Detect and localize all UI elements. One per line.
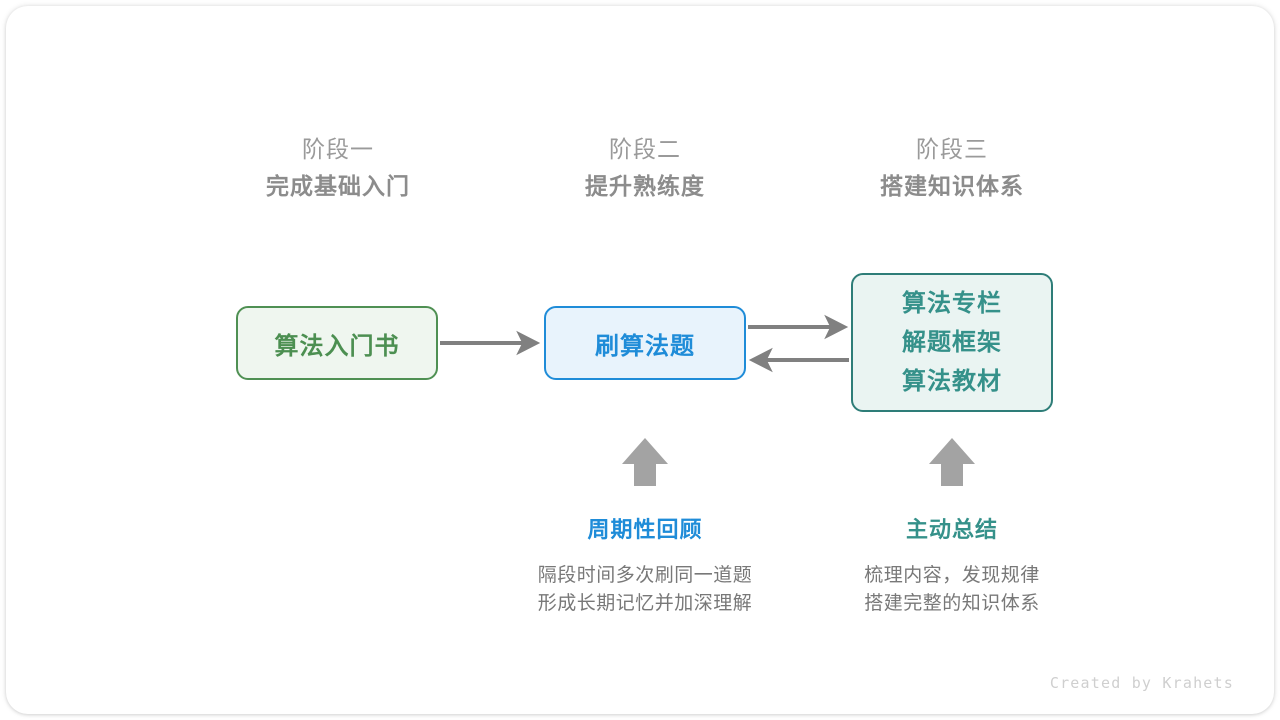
credit-label: Created by Krahets bbox=[1049, 674, 1234, 692]
annotation-description: 隔段时间多次刷同一道题 形成长期记忆并加深理解 bbox=[495, 562, 795, 618]
annotation-description-line-2: 形成长期记忆并加深理解 bbox=[537, 593, 753, 614]
node-label: 刷算法题 bbox=[595, 332, 695, 360]
phase-title-label: 完成基础入门 bbox=[266, 173, 410, 199]
phase-header-1: 阶段一 完成基础入门 bbox=[208, 132, 468, 206]
phase-header-2: 阶段二 提升熟练度 bbox=[515, 132, 775, 206]
arrow-up-summary bbox=[929, 438, 975, 486]
annotation-title: 周期性回顾 bbox=[587, 517, 703, 542]
phase-index-label: 阶段一 bbox=[302, 136, 374, 162]
phase-index-label: 阶段二 bbox=[609, 136, 681, 162]
node-label-line-3: 算法教材 bbox=[902, 368, 1002, 395]
annotation-description-line-1: 隔段时间多次刷同一道题 bbox=[537, 565, 753, 586]
annotation-description: 梳理内容，发现规律 搭建完整的知识体系 bbox=[802, 562, 1102, 618]
phase-title-label: 提升熟练度 bbox=[585, 173, 705, 199]
diagram-stage: 阶段一 完成基础入门 阶段二 提升熟练度 阶段三 搭建知识体系 bbox=[6, 6, 1274, 714]
phase-header-3: 阶段三 搭建知识体系 bbox=[822, 132, 1082, 206]
annotation-description-line-2: 搭建完整的知识体系 bbox=[864, 593, 1040, 614]
diagram-card: 阶段一 完成基础入门 阶段二 提升熟练度 阶段三 搭建知识体系 bbox=[6, 6, 1274, 714]
node-learning-resources[interactable]: 算法专栏 解题框架 算法教材 bbox=[851, 273, 1053, 412]
node-label-line-2: 解题框架 bbox=[902, 329, 1002, 356]
node-label: 算法入门书 bbox=[274, 332, 400, 360]
annotation-active-summary: 主动总结 梳理内容，发现规律 搭建完整的知识体系 bbox=[802, 514, 1102, 618]
arrow-up-review bbox=[622, 438, 668, 486]
annotation-title: 主动总结 bbox=[905, 517, 998, 542]
node-label-line-1: 算法专栏 bbox=[902, 290, 1002, 317]
node-algorithm-intro-book[interactable]: 算法入门书 bbox=[236, 306, 438, 380]
phase-index-label: 阶段三 bbox=[916, 136, 988, 162]
annotation-periodic-review: 周期性回顾 隔段时间多次刷同一道题 形成长期记忆并加深理解 bbox=[495, 514, 795, 618]
annotation-description-line-1: 梳理内容，发现规律 bbox=[864, 565, 1040, 586]
node-practice-problems[interactable]: 刷算法题 bbox=[544, 306, 746, 380]
phase-title-label: 搭建知识体系 bbox=[880, 173, 1024, 199]
